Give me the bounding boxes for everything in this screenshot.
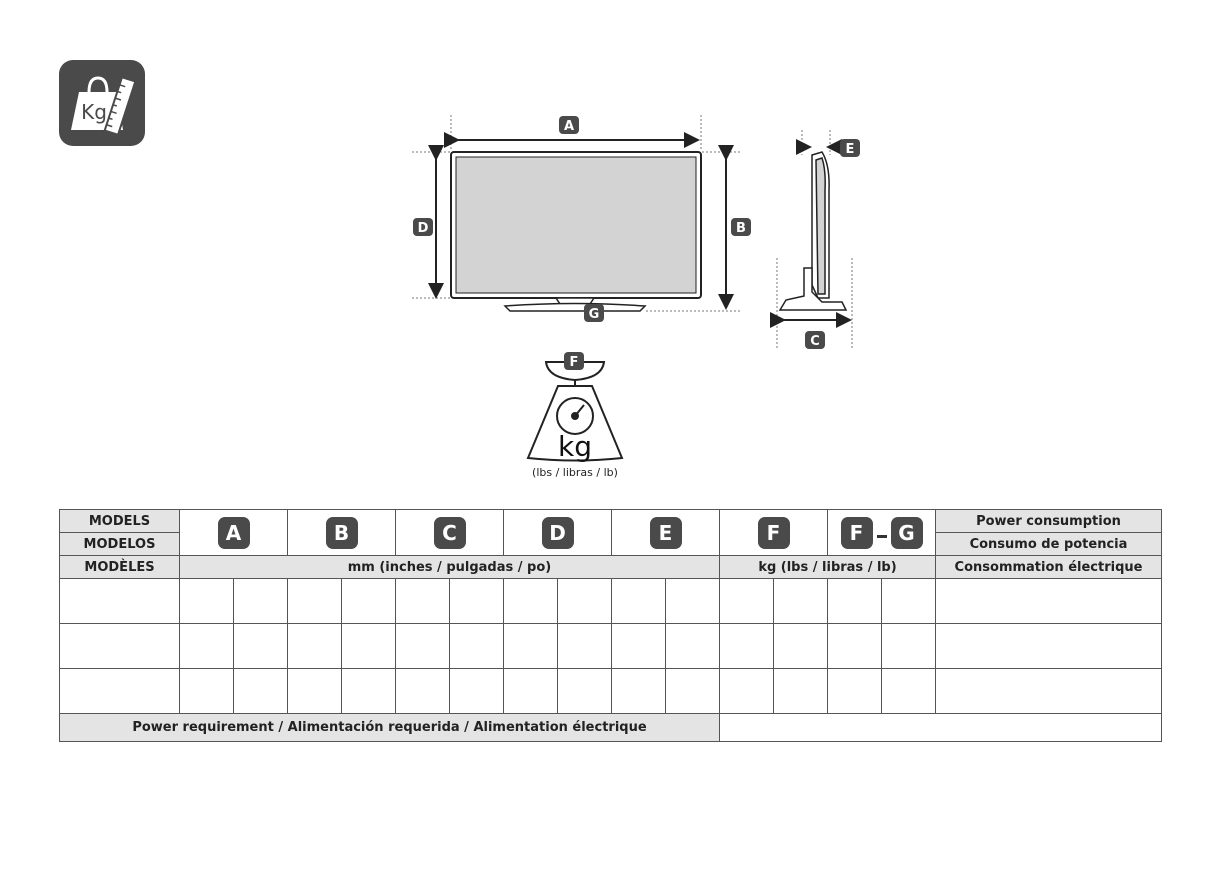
power-requirement-value <box>719 713 1162 742</box>
scale-unit: kg <box>558 430 592 463</box>
col-letter-f: F <box>719 509 828 556</box>
svg-text:D: D <box>418 221 429 236</box>
col-letter-a: A <box>179 509 288 556</box>
modelos-label: MODELOS <box>59 532 180 556</box>
kg-bag-ruler-icon: Kg <box>59 60 145 146</box>
col-letter-e: E <box>611 509 720 556</box>
scale-caption: (lbs / libras / lb) <box>532 466 618 479</box>
power-requirement-label: Power requirement / Alimentación requeri… <box>59 713 720 742</box>
label-f: F <box>564 352 584 370</box>
label-c: C <box>805 331 825 349</box>
mm-unit-label: mm (inches / pulgadas / po) <box>179 555 720 579</box>
kg-unit-label: kg (lbs / libras / lb) <box>719 555 936 579</box>
consumo-label: Consumo de potencia <box>935 532 1162 556</box>
svg-text:A: A <box>564 119 574 134</box>
label-d: D <box>413 218 433 236</box>
label-a: A <box>559 116 579 134</box>
power-consumption-label: Power consumption <box>935 509 1162 533</box>
svg-text:G: G <box>589 307 600 322</box>
tv-front-view <box>450 151 702 312</box>
badge-text: Kg <box>81 100 107 124</box>
models-label: MODELS <box>59 509 180 533</box>
svg-text:F: F <box>570 355 579 370</box>
scale-icon <box>526 361 624 462</box>
svg-text:B: B <box>736 221 746 236</box>
modeles-label: MODÈLES <box>59 555 180 579</box>
table-row <box>59 668 1162 714</box>
dimension-diagram: A D B G E C F kg (lbs / libras / lb) <box>412 115 860 479</box>
table-row <box>59 578 1162 624</box>
col-letter-b: B <box>287 509 396 556</box>
label-e: E <box>840 139 860 157</box>
table-row <box>59 623 1162 669</box>
label-g: G <box>584 304 604 322</box>
consommation-label: Consommation électrique <box>935 555 1162 579</box>
label-b: B <box>731 218 751 236</box>
col-letter-d: D <box>503 509 612 556</box>
tv-side-view <box>778 151 848 311</box>
svg-text:E: E <box>846 142 855 157</box>
col-letter-c: C <box>395 509 504 556</box>
svg-text:C: C <box>810 334 820 349</box>
